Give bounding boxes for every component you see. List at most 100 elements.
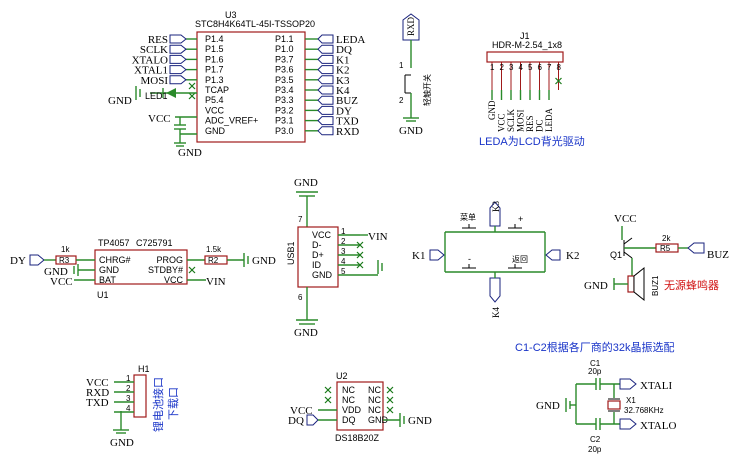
- u2-ref: U2: [336, 371, 348, 381]
- usb-pin-number: 1: [341, 227, 346, 236]
- u3-ref: U3: [225, 10, 237, 20]
- u1-dy: DY: [10, 255, 26, 267]
- buzzer-net: BUZ: [707, 249, 729, 261]
- key-menu: 菜单: [460, 212, 476, 222]
- u3-left-port: [169, 54, 187, 64]
- usb-ref: USB1: [286, 241, 296, 265]
- rxd-switch-pin1: 1: [399, 61, 404, 70]
- u3-left-port: [169, 34, 187, 44]
- u1-left-pin: GND: [99, 265, 120, 275]
- u2-left-pin: NC: [342, 395, 355, 405]
- key-back: 返回: [512, 255, 528, 264]
- u3-right-net: DY: [336, 105, 352, 117]
- u2-right-pin: NC: [368, 405, 381, 415]
- u3-right-net: BUZ: [336, 95, 358, 107]
- j1-net: DC: [535, 119, 545, 132]
- crystal-x1-val: 32.768KHz: [624, 406, 664, 415]
- u3-right-port: [317, 65, 334, 75]
- u3-left-net: RES: [148, 34, 168, 46]
- u3-right-pin: P3.2: [275, 105, 294, 115]
- j1-pin-number: 5: [528, 63, 533, 72]
- j1-net: LEDA: [544, 108, 554, 132]
- u1-left-pin: CHRG#: [99, 255, 131, 265]
- u3-left-pin: P5.4: [205, 95, 224, 105]
- buzzer-circuit: VCC Q1 R5 2k BUZ BUZ1 GND 无源蜂鸣器: [584, 213, 729, 302]
- u1-r2: R2: [208, 256, 219, 265]
- u3-right-net: K1: [336, 54, 349, 66]
- u3-right-pin: P3.1: [275, 116, 294, 126]
- u3-right-port: [317, 116, 334, 126]
- led1: LED1 GND: [108, 86, 197, 107]
- usb-pin-label: D-: [312, 240, 322, 250]
- u3-right-port: [317, 54, 334, 64]
- crystal-c2: C2: [590, 435, 601, 444]
- u3-right-port: [317, 85, 334, 95]
- rxd-switch-net: RXD: [406, 16, 416, 36]
- u3-left-pin: TCAP: [205, 85, 229, 95]
- h1-net: RXD: [86, 387, 109, 399]
- h1-ref: H1: [138, 364, 150, 374]
- u3-right-net: RXD: [336, 126, 359, 138]
- u1-r3: R3: [59, 256, 70, 265]
- u2-left-pin: DQ: [342, 415, 356, 425]
- u3-right-net: K2: [336, 65, 349, 77]
- j1-net: SCLK: [506, 108, 516, 132]
- j1-net: MOSI: [516, 109, 526, 132]
- u3-left-pin: P1.4: [205, 34, 224, 44]
- u2-nc: [386, 386, 394, 394]
- u3-right-net: DQ: [336, 44, 352, 56]
- crystal-note: C1-C2根据各厂商的32k晶振选配: [515, 340, 675, 354]
- usb-pin-bottom: 6: [298, 293, 303, 302]
- crystal-c1: C1: [590, 359, 601, 368]
- u3-left-pin: P1.3: [205, 75, 224, 85]
- u1-r2-val: 1.5k: [206, 245, 222, 254]
- crystal-x1: X1: [626, 396, 636, 405]
- crystal-circuit: C1-C2根据各厂商的32k晶振选配 C1 20p C2 20p GND X1 …: [515, 340, 676, 454]
- u2-right-pin: NC: [368, 395, 381, 405]
- u3-left-net: MOSI: [140, 75, 168, 87]
- u1-r2-gnd: GND: [252, 255, 276, 267]
- u1-gnd: GND: [44, 266, 68, 278]
- u2-left-pin: VDD: [342, 405, 362, 415]
- u2-nc: [386, 406, 394, 414]
- u2-nc: [324, 396, 332, 404]
- u1-vin: VIN: [206, 276, 226, 288]
- u3-right-pin: P3.0: [275, 126, 294, 136]
- u3-right-port: [317, 105, 334, 115]
- u3-right-pin: P3.5: [275, 75, 294, 85]
- h1-net: VCC: [86, 377, 109, 389]
- u3-left-pin: P1.7: [205, 65, 224, 75]
- keypad: 菜单 + - 返回 K1 K2 K3 K4: [412, 201, 579, 318]
- key-k4: K4: [491, 307, 501, 318]
- key-plus: +: [518, 214, 523, 224]
- u3-gnd: GND: [178, 147, 202, 159]
- h1-net: TXD: [86, 397, 109, 409]
- buzzer-part: BUZ1: [651, 275, 660, 296]
- j1-part: HDR-M-2.54_1x8: [492, 40, 562, 50]
- j1-nc: [555, 77, 562, 85]
- j1-pin-number: 6: [538, 63, 543, 72]
- crystal-gnd: GND: [536, 400, 560, 412]
- header-j1: J1 HDR-M-2.54_1x8 1GND2VCC3SCLK4MOSI5RES…: [479, 31, 585, 148]
- j1-net: RES: [525, 115, 535, 132]
- u2-dq: DQ: [288, 415, 304, 427]
- key-k1: K1: [412, 250, 425, 262]
- u3-right-pin: P1.1: [275, 34, 294, 44]
- u3-part: STC8H4K64TL-45I-TSSOP20: [195, 19, 315, 29]
- led1-label: LED1: [145, 91, 168, 101]
- u3-right-pin: P3.3: [275, 95, 294, 105]
- h1-pin-number: 3: [126, 394, 131, 403]
- u2-nc: [386, 396, 394, 404]
- u3-left-port: [169, 44, 187, 54]
- u3-right-port: [317, 34, 334, 44]
- usb-pin-number: 3: [341, 247, 346, 256]
- usb-pin-label: ID: [312, 260, 322, 270]
